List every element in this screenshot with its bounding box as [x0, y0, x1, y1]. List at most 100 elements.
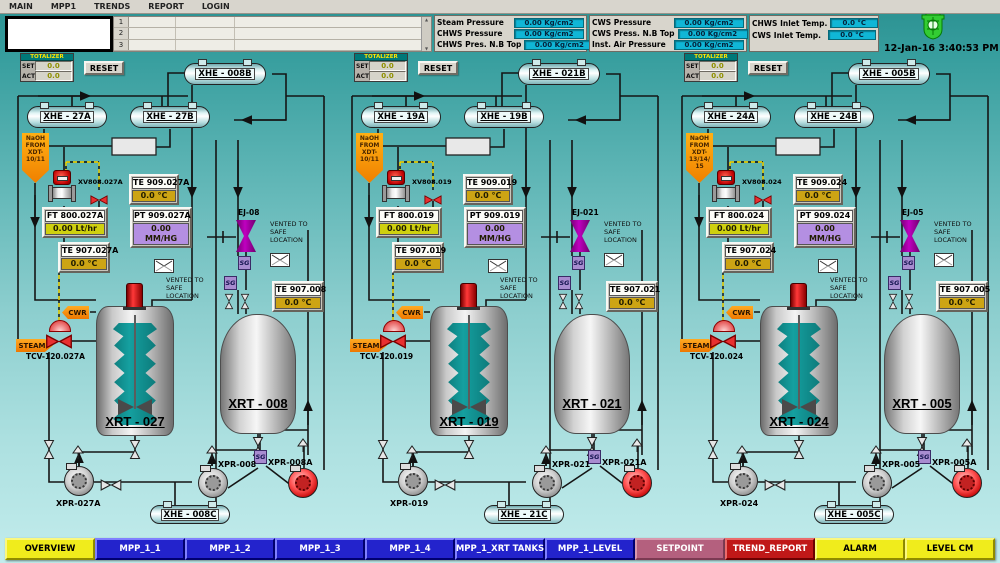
tank-inlet-valve-icon[interactable] — [901, 293, 920, 310]
manual-valve-icon[interactable] — [434, 476, 456, 495]
agitator-motor-icon — [457, 283, 480, 310]
scroll-up-icon[interactable]: ▲ — [424, 17, 429, 22]
drain-valve-icon[interactable] — [374, 440, 393, 460]
tank-inlet-valve-icon[interactable] — [571, 293, 590, 310]
tank-inlet-valve-icon[interactable] — [221, 293, 240, 310]
tank-inlet-valve-icon[interactable] — [885, 293, 904, 310]
pressure-indicator-909: PT 909.019 0.00 MM/HG — [464, 207, 526, 248]
nav-button-mpp-1-2[interactable]: MPP_1_2 — [185, 538, 275, 560]
heat-exchanger-b-label: XHE - 24B — [807, 111, 861, 123]
manual-valve-icon[interactable] — [764, 476, 786, 495]
nav-button-level-cm[interactable]: LEVEL CM — [905, 538, 995, 560]
menu-item-report[interactable]: REPORT — [148, 2, 184, 11]
pressure-value: 0.00 Kg/cm2 — [514, 17, 584, 28]
temp-indicator-907b: TE 907.005 0.0 °C — [936, 281, 990, 312]
ejector-tag: EJ-021 — [572, 208, 599, 217]
totalizer-set-label: SET — [356, 62, 369, 70]
alarm-cell — [235, 17, 421, 28]
menu-item-login[interactable]: LOGIN — [201, 2, 230, 11]
pressure-indicator-909-value: 0.00 MM/HG — [133, 223, 189, 245]
reactor-outlet-valve-icon[interactable] — [460, 440, 479, 460]
tcv-valve-icon[interactable] — [709, 334, 737, 353]
heat-exchanger-bottom-label: XHE - 21C — [497, 508, 551, 521]
ejector-icon — [900, 220, 920, 252]
alarm-scrollbar[interactable]: ▲ ▼ — [421, 17, 431, 51]
reactor-outlet-valve-icon[interactable] — [790, 440, 809, 460]
flow-indicator-tag: FT 800.024 — [709, 210, 769, 222]
tcv-valve-icon[interactable] — [45, 334, 73, 353]
pump-icon — [398, 463, 428, 496]
receiver-tank — [554, 314, 630, 434]
pump-icon — [622, 465, 652, 498]
company-logo-icon — [918, 9, 948, 45]
steam-tag: STEAM — [680, 339, 717, 352]
menu-item-main[interactable]: MAIN — [9, 2, 33, 11]
standby-pump[interactable] — [288, 465, 320, 498]
transfer-pump[interactable] — [532, 465, 564, 498]
relief-valve-icon — [870, 444, 882, 463]
manual-valve-icon[interactable] — [100, 476, 122, 495]
transfer-pump[interactable] — [862, 465, 894, 498]
reactor-outlet-valve-icon[interactable] — [126, 440, 145, 460]
sight-glass: SG — [572, 256, 585, 270]
pressure-label: Steam Pressure — [437, 18, 504, 27]
scroll-down-icon[interactable]: ▼ — [424, 46, 429, 51]
nav-button-mpp-1-3[interactable]: MPP_1_3 — [275, 538, 365, 560]
drain-valve-icon[interactable] — [40, 440, 59, 460]
tcv-valve-icon[interactable] — [379, 334, 407, 353]
tank-inlet-valve-icon[interactable] — [237, 293, 256, 310]
standby-pump[interactable] — [952, 465, 984, 498]
pump-tag: XPR-027A — [56, 499, 101, 508]
menu-item-trends[interactable]: TRENDS — [94, 2, 131, 11]
nav-button-alarm[interactable]: ALARM — [815, 538, 905, 560]
xv-valve-icon[interactable] — [754, 190, 772, 209]
heat-exchanger-b-label: XHE - 27B — [143, 111, 197, 123]
nav-button-overview[interactable]: OVERVIEW — [5, 538, 95, 560]
pump-icon — [952, 465, 982, 498]
reactor-tank — [96, 306, 174, 436]
nav-button-setpoint[interactable]: SETPOINT — [635, 538, 725, 560]
transfer-pump[interactable] — [398, 463, 430, 496]
transfer-pump[interactable] — [198, 465, 230, 498]
nav-button-mpp-1-level[interactable]: MPP_1_LEVEL — [545, 538, 635, 560]
alarm-cell — [129, 28, 176, 39]
agitator-shaft — [798, 315, 800, 409]
pressure-indicator-909-tag: PT 909.024 — [797, 210, 853, 222]
totalizer-panel: TOTALIZER SET 0.0 ACT 0.0 — [20, 53, 74, 82]
tank-inlet-valve-icon[interactable] — [555, 293, 574, 310]
pump-icon — [64, 463, 94, 496]
heat-exchanger-bottom: XHE - 21C — [484, 501, 564, 524]
xv-valve-icon[interactable] — [90, 190, 108, 209]
standby-pump[interactable] — [622, 465, 654, 498]
drain-valve-icon[interactable] — [704, 440, 723, 460]
vent-icon — [934, 252, 954, 271]
xv-valve-icon[interactable] — [424, 190, 442, 209]
menu-item-mpp1[interactable]: MPP1 — [50, 2, 77, 11]
alarm-cell — [176, 39, 235, 50]
nav-button-trend-report[interactable]: TREND_REPORT — [725, 538, 815, 560]
transfer-pump[interactable] — [728, 463, 760, 496]
pressure-value: 0.0 °C — [830, 18, 879, 28]
heat-exchanger-b: XHE - 27B — [130, 102, 210, 128]
temp-indicator-909: TE 909.024 0.0 °C — [793, 174, 847, 205]
totalizer-set-value: 0.0 — [369, 61, 406, 71]
totalizer-reset-button[interactable]: RESET — [84, 61, 124, 75]
temp-indicator-907a: TE 907.019 0.0 °C — [392, 242, 446, 273]
ejector-icon — [570, 220, 590, 252]
temp-indicator-909: TE 909.027A 0.0 °C — [129, 174, 189, 205]
alarm-row-number: 1 — [114, 17, 129, 28]
agitator-shaft — [134, 315, 136, 409]
nav-button-mpp-1-xrt-tanks[interactable]: MPP_1_XRT TANKS — [455, 538, 545, 560]
tcv-tag: TCV-120.024 — [690, 352, 744, 361]
totalizer-reset-button[interactable]: RESET — [418, 61, 458, 75]
receiver-tank-label: XRT - 005 — [892, 396, 952, 411]
nav-button-mpp-1-1[interactable]: MPP_1_1 — [95, 538, 185, 560]
relief-valve-icon — [961, 437, 973, 456]
transfer-pump[interactable] — [64, 463, 96, 496]
receiver-tank — [884, 314, 960, 434]
totalizer-set-label: SET — [22, 62, 35, 70]
nav-button-mpp-1-4[interactable]: MPP_1_4 — [365, 538, 455, 560]
totalizer-reset-button[interactable]: RESET — [748, 61, 788, 75]
